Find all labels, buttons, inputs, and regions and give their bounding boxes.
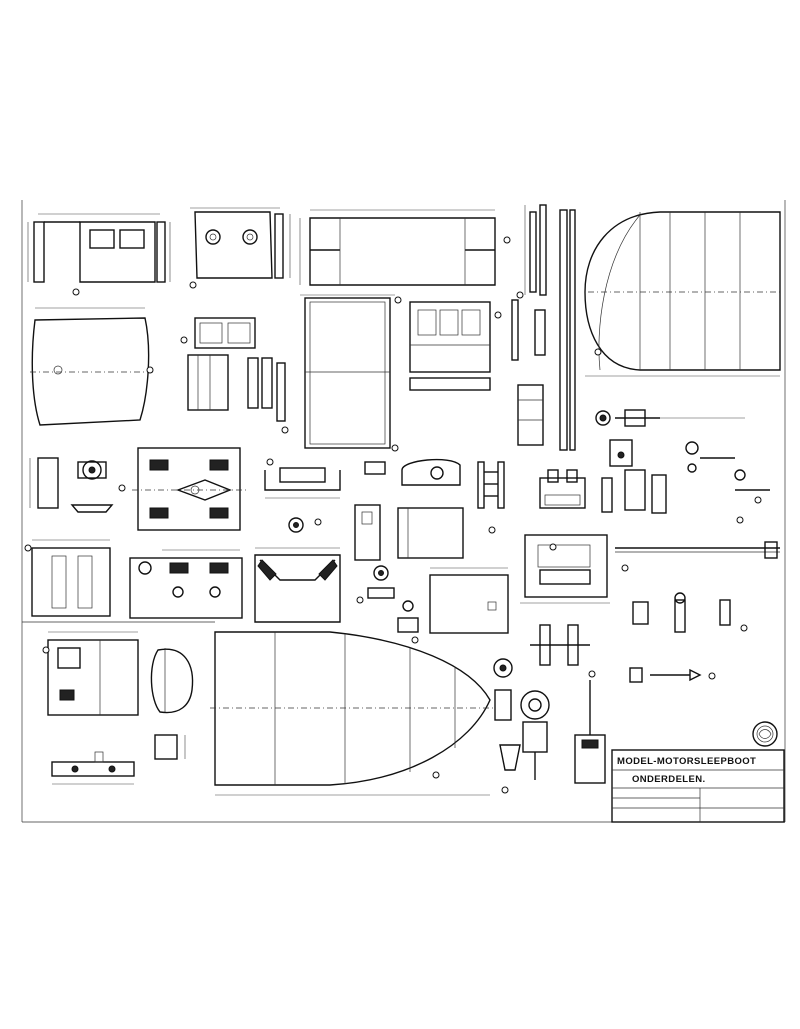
part-cabin-window-frame	[409, 301, 502, 391]
part-bulkhead	[254, 547, 341, 623]
part-bracket-set	[354, 444, 464, 561]
sheet-border	[21, 200, 786, 823]
part-base-rail	[51, 751, 135, 785]
part-curved-cushion	[150, 648, 194, 714]
part-small-fittings-right	[685, 441, 770, 524]
part-screw-detail	[629, 667, 716, 683]
title-line-2: ONDERDELEN.	[632, 774, 706, 785]
part-small-strips-mid	[511, 299, 546, 446]
part-cabin-side-panel	[27, 213, 171, 296]
part-ladder	[477, 461, 505, 534]
part-deck-plate-with-holes	[132, 447, 248, 531]
title-line-1: MODEL-MOTORSLEEPBOOT	[617, 756, 756, 767]
title-block: MODEL-MOTORSLEEPBOOT ONDERDELEN.	[611, 749, 785, 823]
part-deck-plan-aft	[584, 211, 782, 377]
part-transom	[30, 307, 155, 426]
part-long-strips	[516, 204, 576, 451]
part-cleat-small	[356, 565, 419, 644]
part-hatch-cover	[429, 567, 509, 634]
part-long-shaft	[615, 541, 780, 572]
part-posts-right	[632, 592, 748, 633]
part-cabin-front-panel	[189, 207, 291, 289]
part-console-unit	[520, 534, 610, 604]
part-hull-bottom-plan	[210, 631, 495, 796]
circular-stamp-logo-icon	[752, 721, 778, 747]
part-tiller-fittings	[595, 409, 745, 427]
part-cabin-floor	[300, 294, 402, 449]
part-small-box	[29, 457, 126, 513]
part-dashboard	[129, 549, 243, 619]
part-seat-block	[42, 631, 139, 716]
part-rudder-post	[530, 624, 606, 784]
part-engine-mount	[539, 439, 667, 514]
part-small-block	[154, 734, 186, 760]
part-side-compartment	[24, 539, 111, 617]
part-propeller-assembly	[493, 658, 550, 794]
part-roof-panel	[299, 209, 511, 286]
part-tray	[264, 458, 341, 533]
part-seat-assembly	[180, 317, 289, 434]
